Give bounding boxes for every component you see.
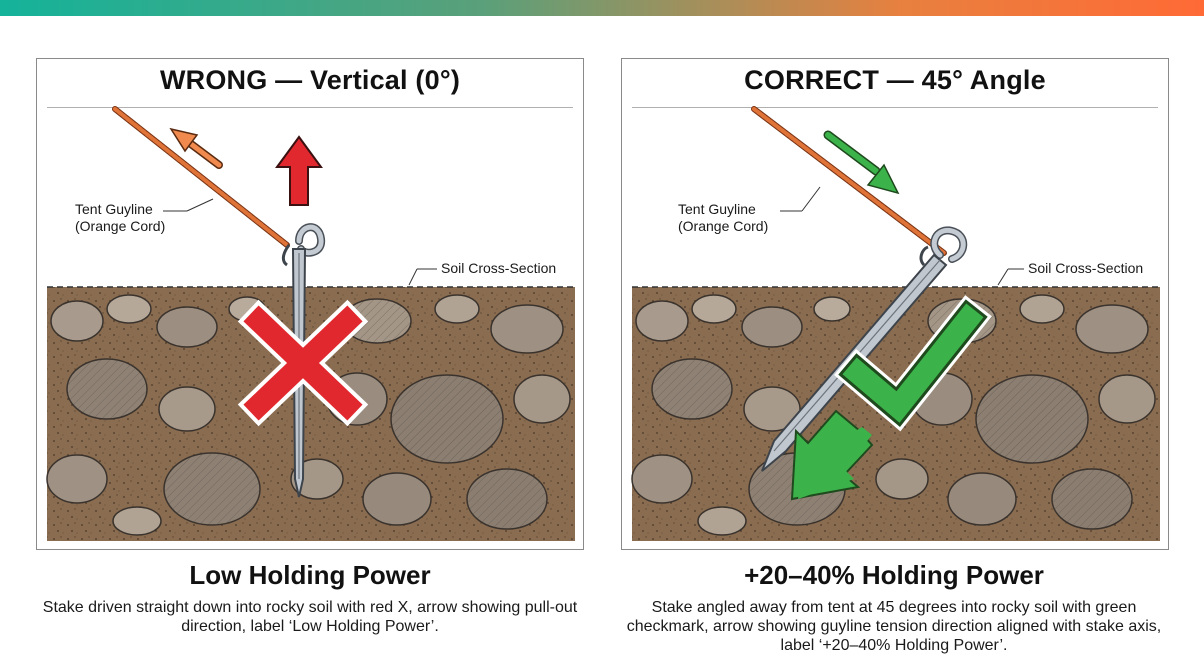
panel-title-wrong: WRONG — Vertical (0°) [159, 65, 461, 95]
panel-wrong-vertical: WRONG — Vertical (0°) [36, 58, 584, 550]
guyline-label-line1: Tent Guyline [678, 201, 756, 217]
rock-hatching [67, 299, 547, 529]
result-title-wrong: Low Holding Power [189, 560, 431, 590]
soil-label: Soil Cross-Section [441, 260, 557, 276]
soil-label: Soil Cross-Section [1028, 260, 1144, 276]
result-title-correct: +20–40% Holding Power [744, 560, 1044, 590]
pullout-arrow-icon [169, 127, 223, 169]
top-gradient-bar [0, 0, 1204, 16]
wrong-diagram-art [46, 106, 575, 541]
panel-correct-angle: CORRECT — 45° Angle [621, 58, 1169, 550]
guyline-label: Tent Guyline (Orange Cord) [678, 201, 768, 235]
guyline-label-line2: (Orange Cord) [678, 218, 769, 234]
correct-diagram-art [631, 106, 1160, 541]
guyline-label: Tent Guyline (Orange Cord) [75, 201, 165, 235]
tension-arrow-icon [823, 130, 900, 195]
green-checkmark-icon [834, 295, 992, 432]
description-correct: Stake angled away from tent at 45 degree… [626, 599, 1162, 654]
title-divider [47, 107, 573, 108]
description-wrong: Stake driven straight down into rocky so… [42, 599, 578, 635]
pull-up-arrow-icon [275, 135, 323, 206]
stake-axis-arrow-icon [790, 409, 874, 501]
guyline-label-line2: (Orange Cord) [75, 218, 166, 234]
guyline-label-line1: Tent Guyline [75, 201, 153, 217]
title-divider [632, 107, 1158, 108]
red-x-icon [237, 299, 369, 427]
panel-title-correct: CORRECT — 45° Angle [744, 65, 1046, 95]
